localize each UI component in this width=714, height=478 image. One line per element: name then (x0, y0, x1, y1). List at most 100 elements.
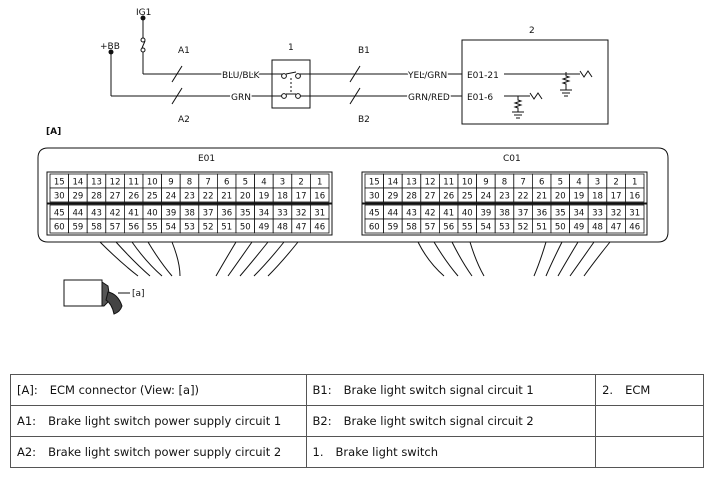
b1-label: B1 (358, 46, 370, 56)
terminal-number: 46 (314, 223, 325, 233)
terminal-number: 40 (462, 209, 473, 219)
terminal-number: 17 (611, 192, 622, 202)
terminal-number: 34 (573, 209, 584, 219)
terminal-number: 41 (443, 209, 454, 219)
ig1-label: IG1 (136, 8, 151, 18)
terminal-cell (309, 218, 330, 234)
legend-cell: A1: Brake light switch power supply circu… (10, 405, 307, 437)
legend-key: A1: (17, 414, 37, 428)
terminal-number: 11 (443, 178, 454, 188)
terminal-number: 30 (369, 192, 380, 202)
terminal-number: 16 (629, 192, 640, 202)
terminal-number: 1 (632, 178, 637, 188)
terminal-number: 57 (110, 223, 121, 233)
terminal-number: 43 (406, 209, 417, 219)
terminal-number: 5 (243, 178, 248, 188)
legend-value: Brake light switch (335, 445, 439, 459)
terminal-number: 10 (147, 178, 158, 188)
legend-key: B1: (312, 383, 332, 397)
terminal-number: 48 (277, 223, 288, 233)
terminal-number: 25 (462, 192, 473, 202)
legend-value: Brake light switch signal circuit 1 (343, 383, 534, 397)
terminal-number: 20 (555, 192, 566, 202)
legend-cell (595, 436, 704, 468)
terminal-number: 7 (520, 178, 525, 188)
terminal-number: 31 (314, 209, 325, 219)
terminal-number: 19 (573, 192, 584, 202)
terminal-number: 56 (128, 223, 139, 233)
terminal-number: 26 (128, 192, 139, 202)
terminal-number: 9 (168, 178, 173, 188)
wiring-diagram: IG1 +BB A1 A2 B1 B2 1 2 BLU/BLK GRN YEL/… (37, 8, 669, 315)
terminal-number: 7 (205, 178, 210, 188)
terminal-number: 40 (147, 209, 158, 219)
terminal-number: 1 (317, 178, 322, 188)
terminal-number: 3 (280, 178, 285, 188)
terminal-block-frame (361, 202, 648, 236)
terminal-number: 39 (480, 209, 491, 219)
terminal-number: 44 (387, 209, 398, 219)
a2-label: A2 (178, 115, 190, 125)
connector-e01-label: E01 (198, 154, 215, 164)
terminal-number: 27 (425, 192, 436, 202)
terminal-number: 33 (277, 209, 288, 219)
terminal-number: 23 (184, 192, 195, 202)
terminal-number: 54 (165, 223, 176, 233)
terminal-number: 36 (221, 209, 232, 219)
legend-cell: [A]:ECM connector (View: [a]) (10, 374, 307, 406)
terminal-number: 15 (369, 178, 380, 188)
terminal-number: 6 (224, 178, 229, 188)
wire-grn: GRN (231, 93, 251, 103)
terminal-number: 4 (576, 178, 581, 188)
terminal-number: 39 (165, 209, 176, 219)
terminal-number: 27 (110, 192, 121, 202)
legend-table: [A]:ECM connector (View: [a]) B1: Brake l… (10, 374, 704, 468)
pin-e01-21: E01-21 (467, 71, 499, 81)
terminal-number: 14 (72, 178, 83, 188)
terminal-number: 49 (258, 223, 269, 233)
terminal-number: 5 (558, 178, 563, 188)
terminal-number: 49 (573, 223, 584, 233)
terminal-number: 29 (72, 192, 83, 202)
terminal-number: 14 (387, 178, 398, 188)
terminal-number: 13 (91, 178, 102, 188)
terminal-number: 44 (72, 209, 83, 219)
terminal-number: 53 (184, 223, 195, 233)
terminal-number: 21 (221, 192, 232, 202)
wiring-schematic (110, 18, 609, 125)
legend-key: 2. (602, 383, 614, 397)
terminal-number: 60 (369, 223, 380, 233)
terminal-number: 28 (91, 192, 102, 202)
terminal-number: 38 (499, 209, 510, 219)
terminal-number: 57 (425, 223, 436, 233)
ecm-number: 2 (529, 26, 535, 36)
terminal-number: 37 (203, 209, 214, 219)
terminal-number: 42 (110, 209, 121, 219)
legend-value: Brake light switch signal circuit 2 (343, 414, 534, 428)
terminal-block-frame (46, 171, 333, 205)
legend-cell: A2:Brake light switch power supply circu… (10, 436, 307, 468)
terminal-number: 55 (147, 223, 158, 233)
terminal-number: 58 (91, 223, 102, 233)
terminal-number: 3 (595, 178, 600, 188)
terminal-number: 50 (240, 223, 251, 233)
legend-value: Brake light switch power supply circuit … (48, 414, 282, 428)
terminal-number: 6 (539, 178, 544, 188)
b2-label: B2 (358, 115, 370, 125)
terminal-number: 54 (480, 223, 491, 233)
terminal-number: 51 (536, 223, 547, 233)
terminal-number: 47 (611, 223, 622, 233)
terminal-number: 53 (499, 223, 510, 233)
switch-contacts (281, 71, 301, 99)
connector-view-tag: [A] (46, 127, 61, 137)
legend-row: [A]:ECM connector (View: [a]) B1: Brake l… (10, 374, 704, 406)
terminal-number: 4 (261, 178, 266, 188)
wire-grn-red: GRN/RED (408, 93, 450, 103)
legend-row: A1: Brake light switch power supply circu… (10, 405, 704, 437)
terminal-number: 46 (629, 223, 640, 233)
terminal-number: 47 (296, 223, 307, 233)
a1-label: A1 (178, 46, 190, 56)
bb-terminal (108, 49, 114, 55)
terminal-number: 38 (184, 209, 195, 219)
